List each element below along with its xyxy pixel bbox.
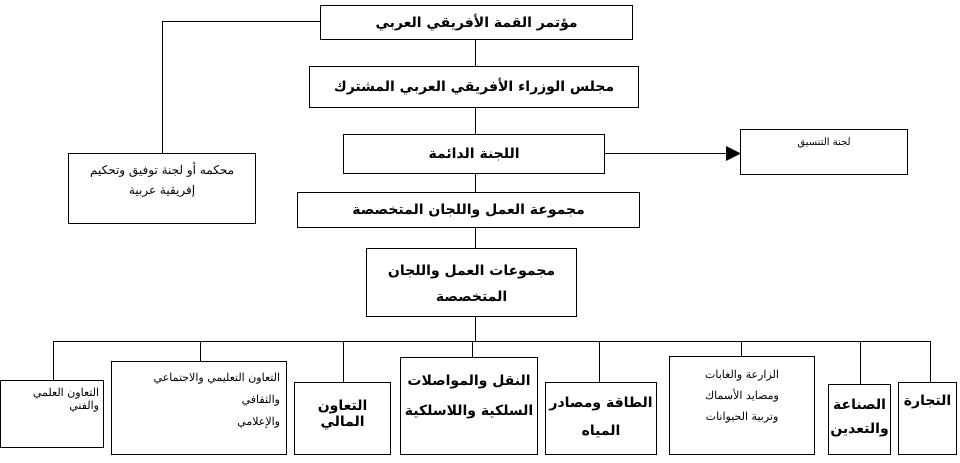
drop-energy xyxy=(599,341,600,383)
committee-education-label-line1: التعاون التعليمي والاجتماعي والثقافي xyxy=(153,371,281,406)
committee-education-label-line2: والإعلامي xyxy=(237,415,280,428)
committee-education-box: التعاون التعليمي والاجتماعي والثقافي وال… xyxy=(111,361,287,455)
standing-committee-label: اللجنة الدائمة xyxy=(428,146,520,162)
council-box: مجلس الوزراء الأفريقي العربي المشترك xyxy=(309,66,639,108)
committee-agriculture-label-line2: ومصايد الأسماك xyxy=(705,389,779,402)
groups-to-bus-line xyxy=(475,316,476,341)
drop-agriculture xyxy=(741,341,742,357)
committee-transport-label-line2: السلكية واللاسلكية xyxy=(404,403,534,419)
drop-trade xyxy=(930,341,931,383)
working-group-to-groups-line xyxy=(475,227,476,249)
drop-industry xyxy=(860,341,861,385)
working-groups-label-line1: مجموعات العمل واللجان xyxy=(387,263,556,279)
court-label-line2: إفريقية عربية xyxy=(128,183,196,197)
drop-education xyxy=(200,341,201,362)
standing-committee-box: اللجنة الدائمة xyxy=(343,134,605,174)
committee-scientific-box: التعاون العلمي والفني xyxy=(0,380,104,448)
council-label: مجلس الوزراء الأفريقي العربي المشترك xyxy=(333,79,615,95)
committee-transport-label-line1: النقل والمواصلات xyxy=(407,373,531,389)
committee-scientific-label: التعاون العلمي والفني xyxy=(32,386,99,412)
committee-energy-label-line2: المياه xyxy=(581,423,621,439)
committee-agriculture-label-line3: وتربية الحيوانات xyxy=(705,410,779,423)
committee-energy-label-line1: الطاقة ومصادر xyxy=(549,395,653,411)
committee-financial-box: التعاون المالي xyxy=(294,382,391,455)
coordination-connector-line xyxy=(605,153,730,154)
court-connector-horizontal xyxy=(162,21,320,22)
summit-box: مؤتمر القمة الأفريقي العربي xyxy=(320,5,633,40)
committees-bus-line xyxy=(53,341,931,342)
committee-industry-label-line1: الصناعة xyxy=(833,397,886,413)
coordination-box: لجنة التنسيق xyxy=(740,129,908,175)
committee-industry-box: الصناعة والتعدين xyxy=(828,384,891,455)
committee-energy-box: الطاقة ومصادر المياه xyxy=(545,382,657,455)
standing-to-working-group-line xyxy=(475,173,476,193)
committee-agriculture-box: الزارعة والغابات ومصايد الأسماك وتربية ا… xyxy=(669,356,815,455)
council-to-standing-line xyxy=(475,107,476,135)
working-groups-box: مجموعات العمل واللجان المتخصصة xyxy=(366,248,577,317)
committee-trade-label: التجارة xyxy=(903,393,952,409)
committee-industry-label-line2: والتعدين xyxy=(830,421,889,437)
arrow-head-icon xyxy=(726,146,741,161)
summit-label: مؤتمر القمة الأفريقي العربي xyxy=(375,14,578,31)
committee-trade-box: التجارة xyxy=(898,382,957,455)
court-connector-vertical xyxy=(162,21,163,154)
court-label-line1: محكمه أو لجنة توفيق وتحكيم xyxy=(89,163,235,177)
committee-transport-box: النقل والمواصلات السلكية واللاسلكية xyxy=(400,357,538,455)
drop-financial xyxy=(343,341,344,383)
committee-financial-label: التعاون المالي xyxy=(317,398,368,430)
working-group-label: مجموعة العمل واللجان المتخصصة xyxy=(352,202,585,218)
court-box: محكمه أو لجنة توفيق وتحكيم إفريقية عربية xyxy=(68,153,256,224)
working-group-box: مجموعة العمل واللجان المتخصصة xyxy=(297,192,640,228)
working-groups-label-line2: المتخصصة xyxy=(435,289,508,305)
coordination-label: لجنة التنسيق xyxy=(797,137,851,148)
drop-transport xyxy=(472,341,473,358)
drop-scientific xyxy=(53,341,54,381)
committee-agriculture-label-line1: الزارعة والغابات xyxy=(705,368,779,381)
summit-to-council-line xyxy=(475,39,476,67)
